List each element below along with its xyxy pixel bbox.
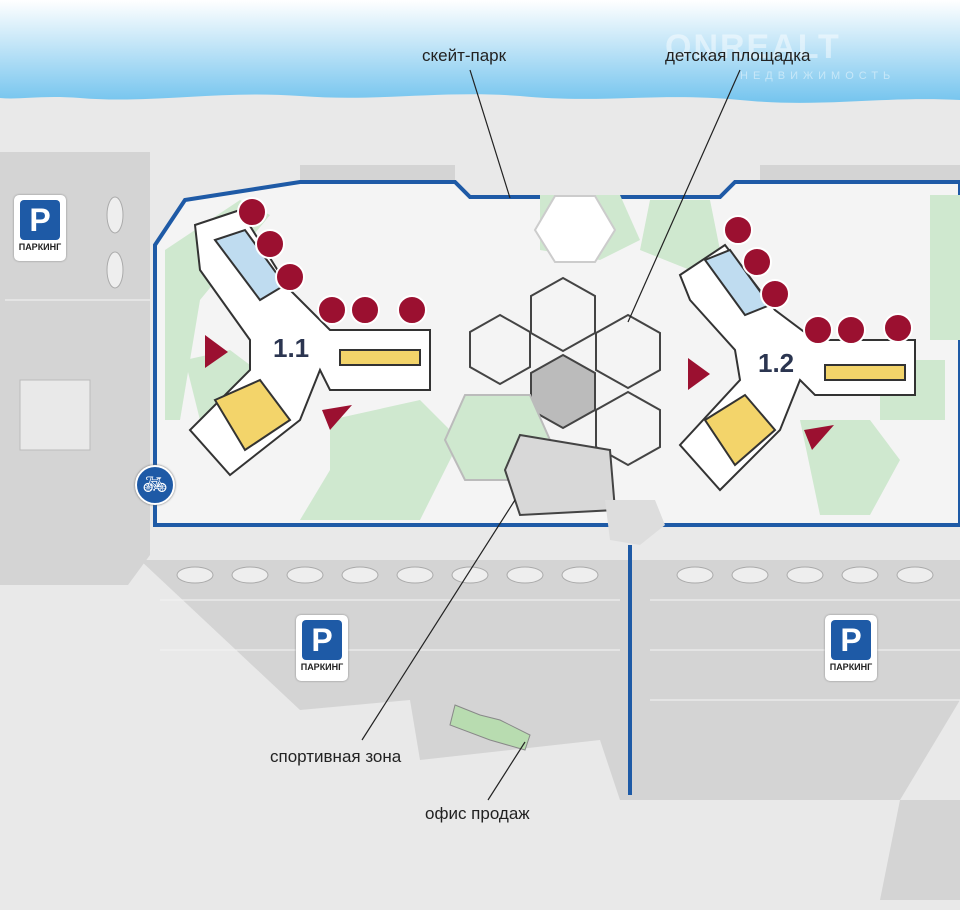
watermark-brand: ONREALT [665,28,841,66]
building-number-1-1: 1.1 [273,333,310,363]
parking-sign-bottom-left: P ПАРКИНГ [296,615,348,681]
entrance-triangles [205,335,834,450]
parking-icon: P [302,620,342,660]
entrance-markers [237,197,913,345]
sales-office-building [449,704,531,751]
building-1-1 [188,208,431,477]
label-sales-office: офис продаж [425,804,530,823]
label-skate-park: скейт-парк [422,46,507,65]
bicycle-icon: 🚲︎ [135,465,175,505]
hexagon-zones [443,195,661,517]
parking-sign-text: ПАРКИНГ [829,662,873,672]
parking-icon: P [831,620,871,660]
watermark-sub: НЕДВИЖИМОСТЬ [740,70,896,82]
parking-sign-left: P ПАРКИНГ [14,195,66,261]
label-sports-zone: спортивная зона [270,747,402,766]
green-areas [165,195,960,520]
label-playground: детская площадка [665,46,811,65]
building-1-2 [678,243,916,492]
building-number-1-2: 1.2 [758,348,795,378]
parking-sign-bottom-right: P ПАРКИНГ [825,615,877,681]
parking-icon: P [20,200,60,240]
leader-lines [361,69,741,801]
parking-sign-text: ПАРКИНГ [300,662,344,672]
water-area [0,0,960,103]
parking-sign-text: ПАРКИНГ [18,242,62,252]
